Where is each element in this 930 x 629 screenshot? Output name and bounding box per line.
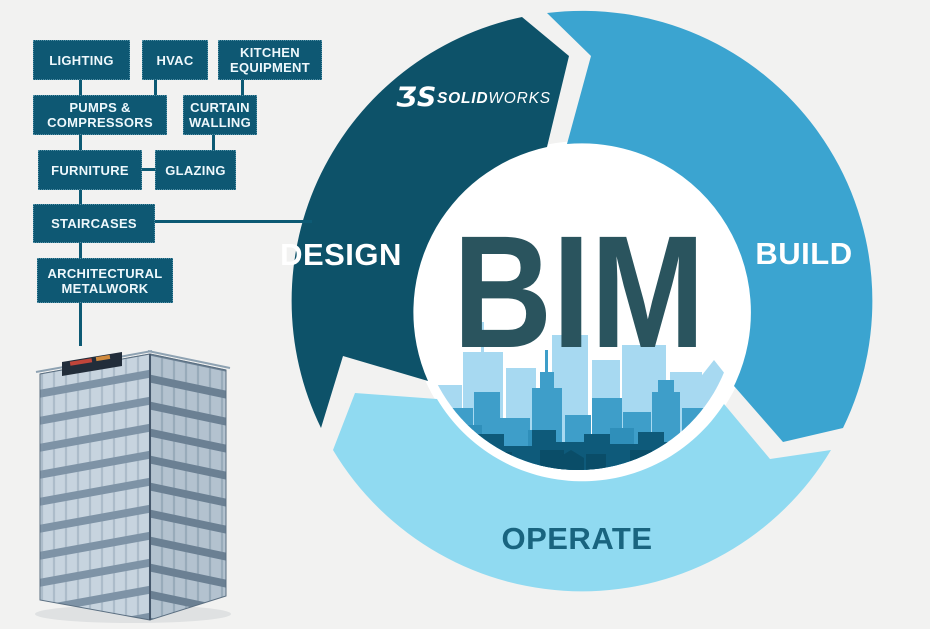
build-label: BUILD — [755, 236, 852, 271]
operate-label: OPERATE — [501, 521, 652, 556]
build-segment-arrow — [547, 10, 873, 442]
solidworks-wordmark: SOLIDWORKS — [437, 90, 551, 107]
solidworks-wordmark-bold: SOLID — [437, 90, 488, 107]
solidworks-wordmark-light: WORKS — [488, 90, 551, 107]
bim-title: BIM — [453, 202, 705, 381]
design-segment-arrow — [291, 17, 569, 428]
operate-segment-arrow — [333, 393, 831, 592]
building-3d-model — [35, 350, 231, 623]
design-label: DESIGN — [280, 237, 402, 272]
solidworks-logo-icon: ƷS — [396, 82, 436, 113]
solidworks-logo: ƷS SOLIDWORKS — [396, 82, 551, 113]
